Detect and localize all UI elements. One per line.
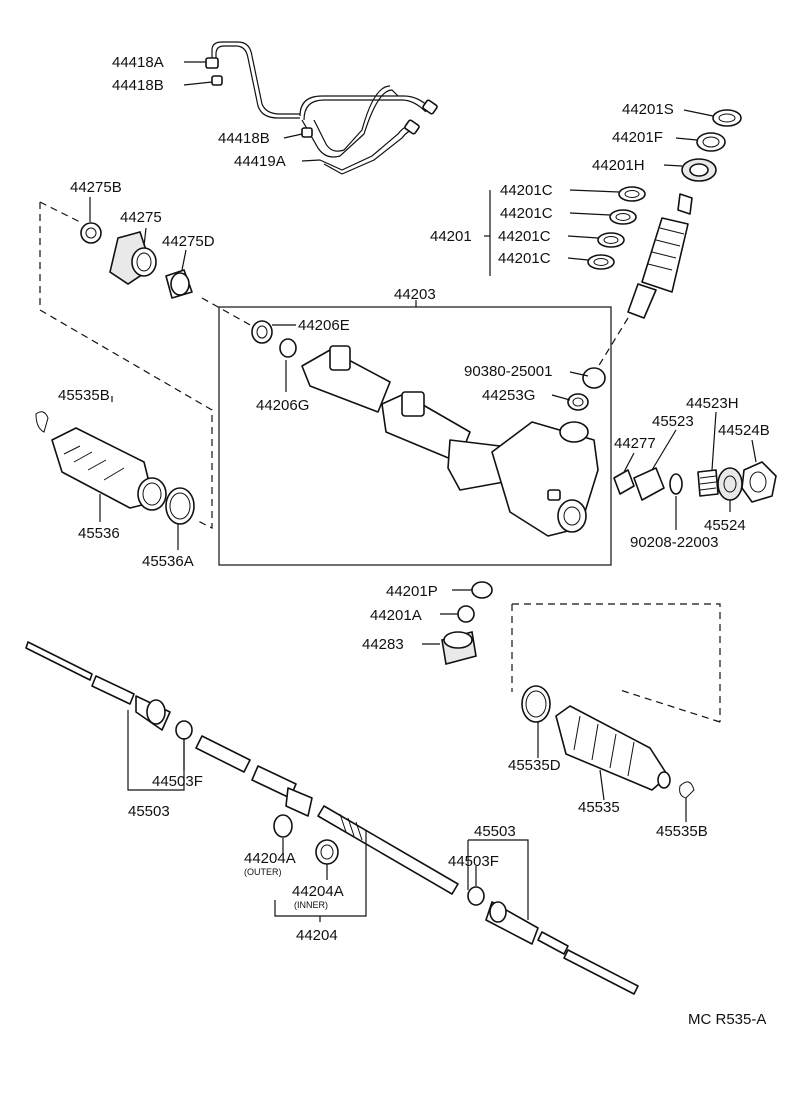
right-boot [521,685,695,799]
rack-housing [251,320,606,537]
label-44201H: 44201H [592,157,645,174]
label-90380-25001: 90380-25001 [464,363,552,380]
label-44523H: 44523H [686,395,739,412]
label-44275D: 44275D [162,233,215,250]
label-44201: 44201 [430,228,472,245]
label-44418B: 44418B [112,77,164,94]
label-44283: 44283 [362,636,404,653]
pinion-seals [587,109,742,270]
label-44503F-1: 44503F [152,773,203,790]
part-labels: 44418A 44418B 44418B 44419A 44201S 44201… [58,54,770,1028]
label-45536: 45536 [78,525,120,542]
label-44277: 44277 [614,435,656,452]
label-45503-1: 45503 [128,803,170,820]
label-44419A: 44419A [234,153,286,170]
pressure-tubes [205,41,438,175]
label-90208-22003: 90208-22003 [630,534,718,551]
label-45523: 45523 [652,413,694,430]
label-44201C-3: 44201C [498,228,551,245]
label-44201C-1: 44201C [500,182,553,199]
left-boot [35,411,195,525]
label-44206G: 44206G [256,397,309,414]
label-44201S: 44201S [622,101,674,118]
rack-and-tie-rods [25,641,639,995]
label-45536A: 45536A [142,553,194,570]
reference-code: MC R535-A [688,1011,766,1028]
label-44201C-4: 44201C [498,250,551,267]
label-45535: 45535 [578,799,620,816]
pinion-shaft [589,193,693,381]
label-44201A: 44201A [370,607,422,624]
label-44204A-inner: 44204A [292,883,344,900]
label-45535B-2: 45535B [656,823,708,840]
label-44275: 44275 [120,209,162,226]
rack-guide-parts [613,461,777,503]
label-44204A-outer: 44204A [244,850,296,867]
label-45503-2: 45503 [474,823,516,840]
label-44275B: 44275B [70,179,122,196]
left-bushings [80,222,193,299]
label-45535B-1: 45535B [58,387,110,404]
label-44201F: 44201F [612,129,663,146]
label-44418A: 44418A [112,54,164,71]
label-45524: 45524 [704,517,746,534]
label-44206E: 44206E [298,317,350,334]
label-44201C-2: 44201C [500,205,553,222]
dashed-guides [39,201,721,723]
label-44201P: 44201P [386,583,438,600]
label-44418B-2: 44418B [218,130,270,147]
center-caps [441,581,493,665]
label-44524B: 44524B [718,422,770,439]
label-45535D: 45535D [508,757,561,774]
note-outer: (OUTER) [244,867,282,877]
label-44203: 44203 [394,286,436,303]
label-44503F-2: 44503F [448,853,499,870]
housing-box [218,300,612,566]
leader-lines [89,61,757,922]
note-inner: (INNER) [294,900,328,910]
label-44253G: 44253G [482,387,535,404]
label-44204: 44204 [296,927,338,944]
